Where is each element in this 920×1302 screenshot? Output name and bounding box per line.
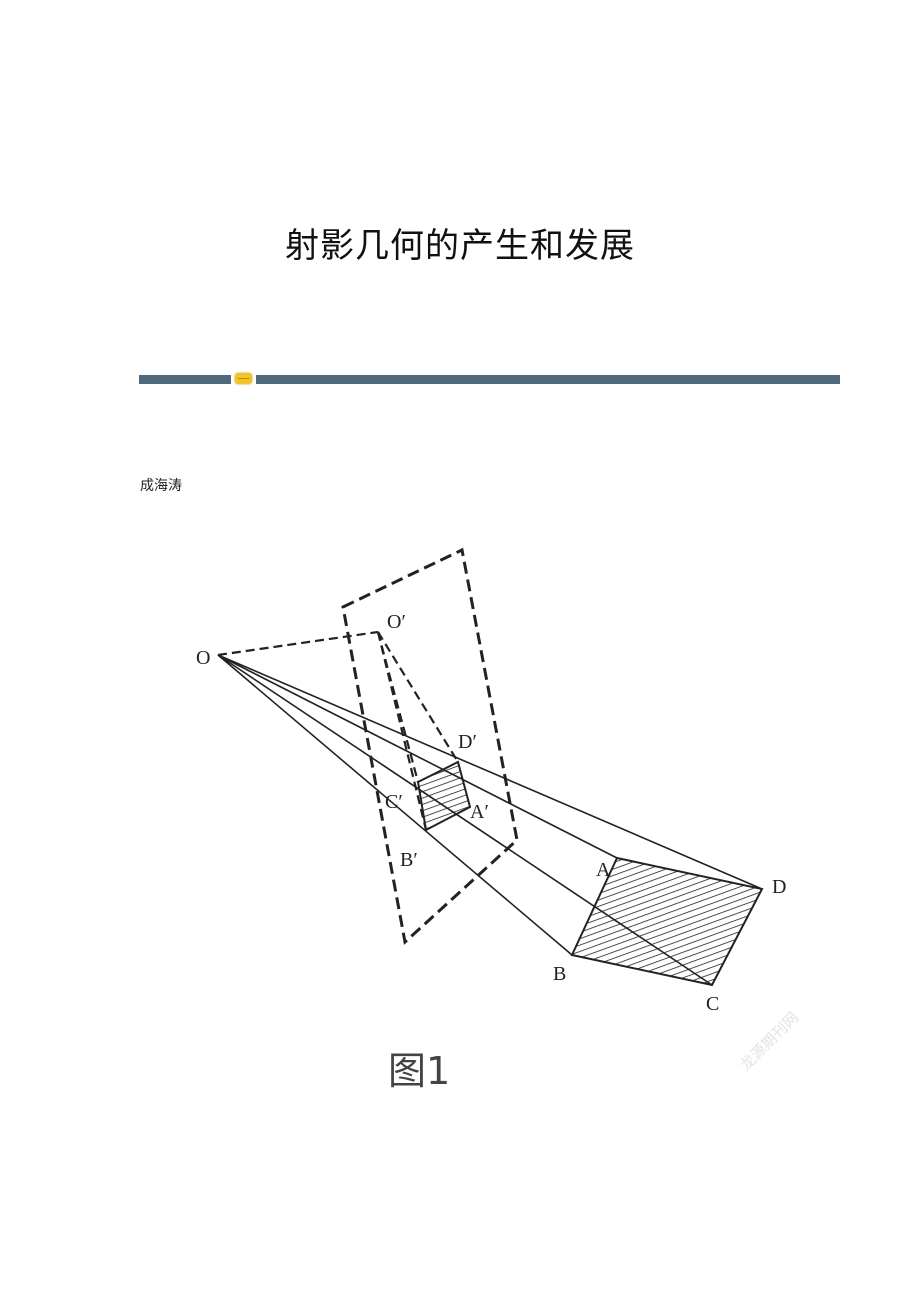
figure-caption: 图1	[388, 1049, 451, 1093]
picture-plane	[341, 547, 519, 945]
label-O: O	[196, 647, 210, 669]
label-D-prime: D′	[458, 731, 477, 753]
author-name: 成海涛	[140, 478, 182, 494]
dashed-lines	[217, 630, 459, 831]
title-divider-left	[139, 375, 231, 384]
label-A-prime: A′	[470, 801, 489, 823]
label-D: D	[772, 876, 786, 898]
image-quadrilateral	[416, 760, 472, 832]
label-A: A	[596, 859, 611, 881]
document-title: 射影几何的产生和发展	[285, 226, 635, 266]
label-C: C	[706, 993, 719, 1015]
title-divider-right	[256, 375, 840, 384]
label-O-prime: O′	[387, 611, 406, 633]
divider-ornament-icon	[235, 373, 252, 384]
label-B-prime: B′	[400, 849, 418, 871]
object-quadrilateral	[570, 856, 764, 987]
label-C-prime: C′	[385, 791, 403, 813]
label-B: B	[553, 963, 566, 985]
